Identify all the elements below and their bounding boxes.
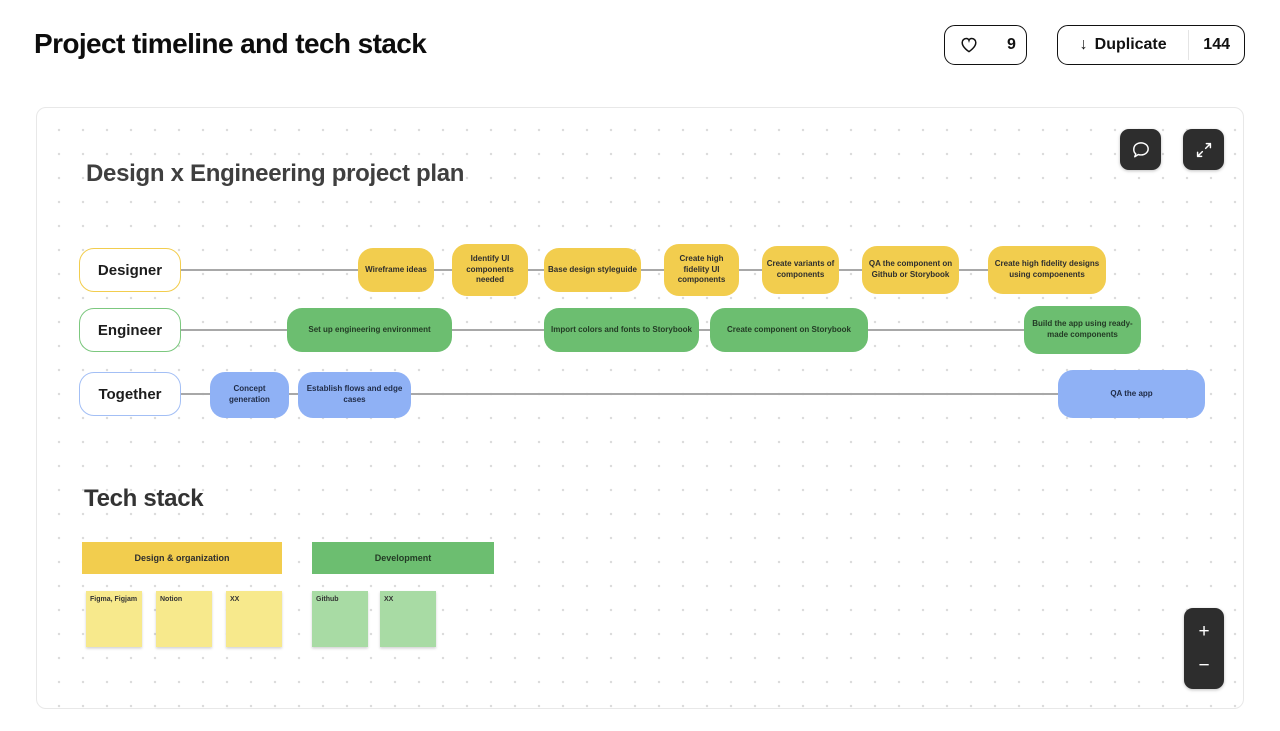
timeline-node: Create component on Storybook <box>710 308 868 352</box>
sticky-note: Notion <box>156 591 212 647</box>
sticky-note: XX <box>226 591 282 647</box>
duplicate-count: 144 <box>1203 36 1230 53</box>
timeline-node: Create high fidelity designs using compo… <box>988 246 1106 294</box>
lane-label-together: Together <box>79 372 181 416</box>
sticky-note: Figma, Figjam <box>86 591 142 647</box>
whiteboard-canvas[interactable]: Design x Engineering project plan Design… <box>36 107 1244 709</box>
arrow-down-icon: ↓ <box>1079 36 1088 53</box>
timeline-node: Build the app using ready-made component… <box>1024 306 1141 354</box>
lane-label-engineer: Engineer <box>79 308 181 352</box>
together-lane-line <box>181 393 1131 395</box>
button-divider <box>1188 30 1190 60</box>
timeline-node: QA the app <box>1058 370 1205 418</box>
timeline-node: Create high fidelity UI components <box>664 244 739 296</box>
timeline-node: Wireframe ideas <box>358 248 434 292</box>
sticky-note: XX <box>380 591 436 647</box>
zoom-control: + − <box>1184 608 1224 689</box>
timeline-node: Establish flows and edge cases <box>298 372 411 418</box>
heart-icon[interactable] <box>945 26 993 64</box>
category-bar-development: Development <box>312 542 494 574</box>
timeline-node: QA the component on Github or Storybook <box>862 246 959 294</box>
timeline-node: Base design styleguide <box>544 248 641 292</box>
duplicate-button[interactable]: ↓ Duplicate 144 <box>1057 25 1245 65</box>
expand-button[interactable] <box>1183 129 1224 170</box>
timeline-node: Set up engineering environment <box>287 308 452 352</box>
lane-label-designer: Designer <box>79 248 181 292</box>
canvas-title: Design x Engineering project plan <box>86 160 465 187</box>
page-title: Project timeline and tech stack <box>34 28 427 59</box>
duplicate-label-segment[interactable]: ↓ Duplicate <box>1058 26 1188 64</box>
tech-stack-title: Tech stack <box>84 485 204 512</box>
category-bar-design: Design & organization <box>82 542 282 574</box>
zoom-out-button[interactable]: − <box>1198 654 1210 676</box>
sticky-note: Github <box>312 591 368 647</box>
timeline-node: Create variants of components <box>762 246 839 294</box>
comment-button[interactable] <box>1120 129 1161 170</box>
duplicate-label: Duplicate <box>1094 36 1167 53</box>
timeline-node: Identify UI components needed <box>452 244 528 296</box>
zoom-in-button[interactable]: + <box>1198 621 1210 643</box>
expand-arrows-icon <box>1196 142 1211 157</box>
like-button[interactable]: 9 <box>944 25 1027 65</box>
like-count: 9 <box>1007 36 1016 53</box>
timeline-node: Import colors and fonts to Storybook <box>544 308 699 352</box>
timeline-node: Concept generation <box>210 372 289 418</box>
comment-bubble-icon <box>1132 141 1149 157</box>
